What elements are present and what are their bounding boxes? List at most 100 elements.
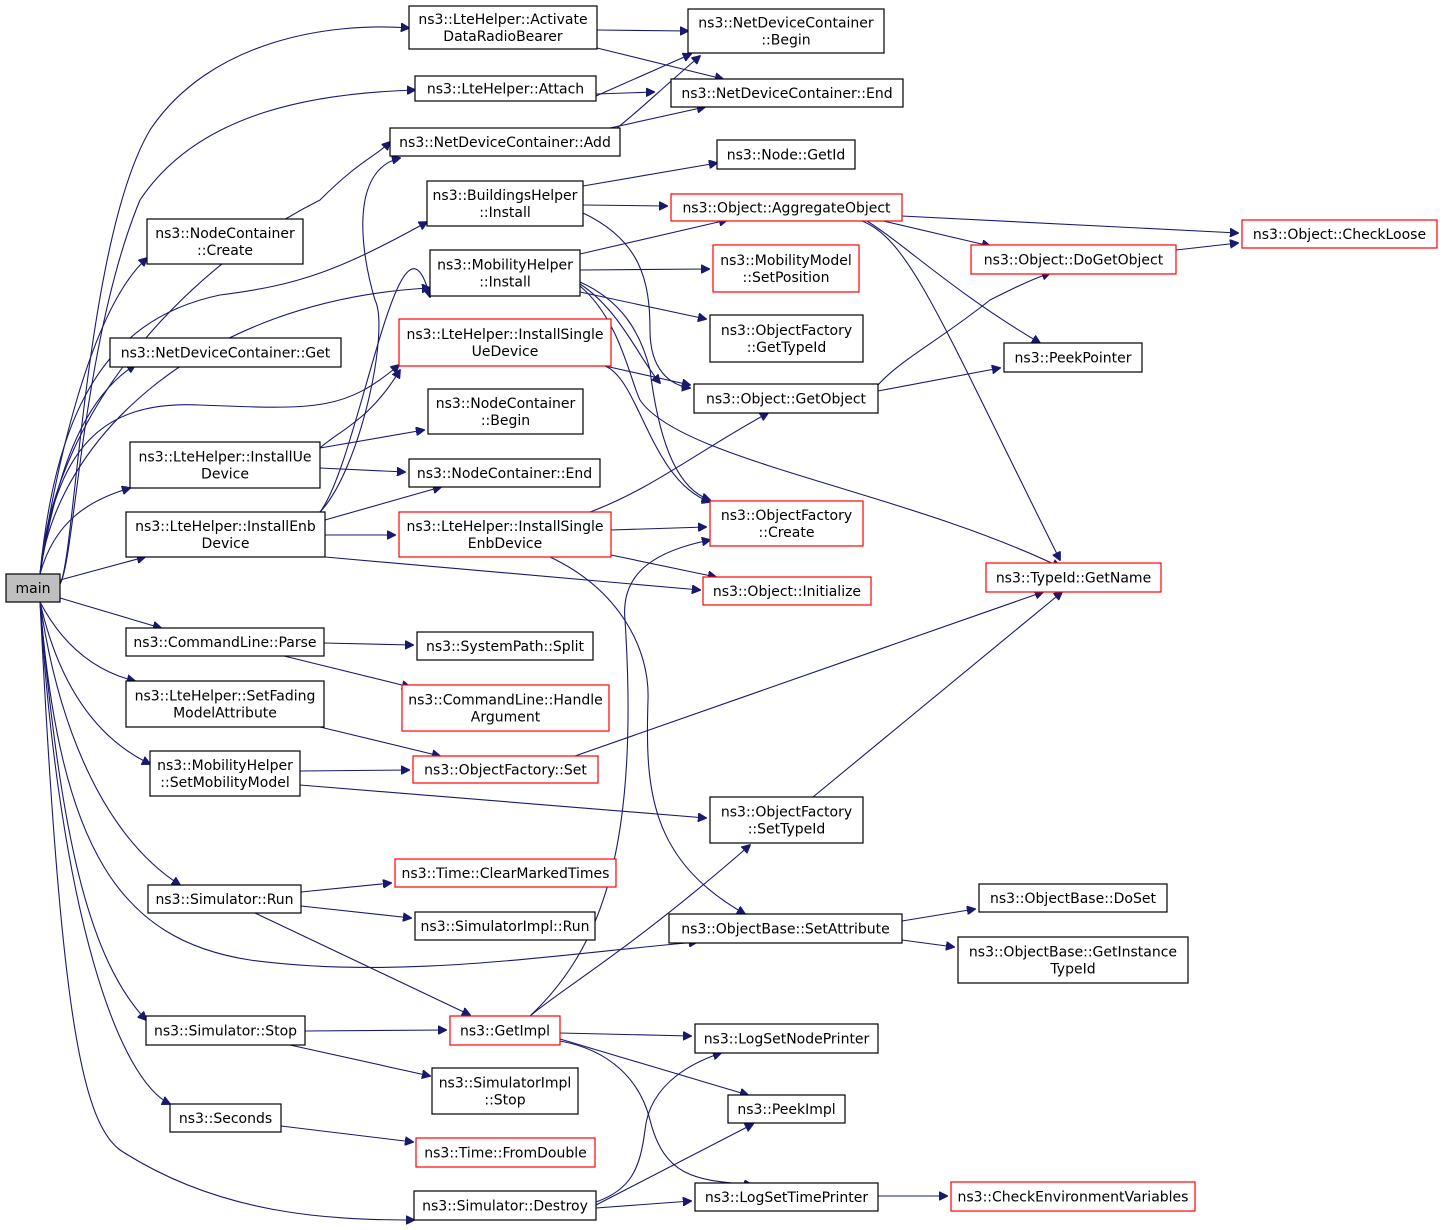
node-box [950,1181,1196,1212]
node-label: ns3::Object::DoGetObject [984,253,1164,269]
call-edge [319,726,440,756]
node-label: ns3::NodeContainer [436,396,576,412]
call-edge [300,883,391,893]
node-sim-run[interactable]: ns3::Simulator::Run [147,884,302,914]
call-edge [39,488,130,575]
call-edge [289,1044,430,1076]
call-edge [610,527,706,530]
node-logtime[interactable]: ns3::LogSetTimePrinter [694,1182,879,1212]
node-initialize[interactable]: ns3::Object::Initialize [702,576,872,606]
node-label: EnbDevice [468,536,542,552]
node-ndc-end[interactable]: ns3::NetDeviceContainer::End [670,78,904,108]
call-edge [877,273,1050,386]
node-ndc-add[interactable]: ns3::NetDeviceContainer::Add [389,127,621,157]
node-box [408,5,598,50]
node-label: Argument [471,710,541,726]
call-edge [861,220,1060,560]
call-edge [579,285,1060,567]
node-label: ns3::LogSetNodePrinter [704,1032,870,1048]
node-node-getid[interactable]: ns3::Node::GetId [716,139,856,170]
node-main[interactable]: main [5,573,61,603]
call-edge [596,47,723,79]
call-edge [582,212,690,388]
node-lognode[interactable]: ns3::LogSetNodePrinter [694,1023,879,1054]
node-ndc-begin[interactable]: ns3::NetDeviceContainer::Begin [687,8,885,54]
node-label: ns3::NetDeviceContainer::Add [399,135,611,151]
node-box [146,218,304,265]
node-label: ns3::NetDeviceContainer [698,16,874,32]
call-edge [579,283,660,383]
node-getobject[interactable]: ns3::Object::GetObject [693,383,879,414]
node-seconds[interactable]: ns3::Seconds [169,1103,282,1133]
call-edge [604,365,690,385]
node-label: ns3::MobilityHelper [157,758,293,774]
call-edge [319,268,430,513]
call-edge [596,30,688,31]
node-cl-parse[interactable]: ns3::CommandLine::Parse [125,627,325,657]
node-of-create[interactable]: ns3::ObjectFactory::Create [709,500,864,547]
node-of-settypeid[interactable]: ns3::ObjectFactory::SetTypeId [709,796,864,844]
node-nc-create[interactable]: ns3::NodeContainer::Create [146,218,304,265]
node-label: ns3::LteHelper::InstallSingle [406,519,603,535]
node-nc-end[interactable]: ns3::NodeContainer::End [408,458,601,488]
node-simimpl-stop[interactable]: ns3::SimulatorImpl::Stop [431,1067,579,1115]
node-agg[interactable]: ns3::Object::AggregateObject [670,193,903,222]
node-fromdouble[interactable]: ns3::Time::FromDouble [415,1137,596,1168]
call-edge [299,784,706,818]
node-sp-split[interactable]: ns3::SystemPath::Split [416,631,594,661]
node-checkenv[interactable]: ns3::CheckEnvironmentVariables [950,1181,1196,1212]
call-edge [901,909,975,922]
node-label: ns3::Simulator::Destroy [422,1199,588,1215]
call-edge [595,1053,721,1203]
call-edge [529,845,750,1017]
node-box [668,913,903,944]
node-getname[interactable]: ns3::TypeId::GetName [985,562,1162,593]
node-clearmarked[interactable]: ns3::Time::ClearMarkedTimes [394,858,617,888]
node-label: ns3::CommandLine::Handle [408,693,602,709]
node-sim-destroy[interactable]: ns3::Simulator::Destroy [413,1190,597,1221]
node-peekpointer[interactable]: ns3::PeekPointer [1003,342,1143,373]
node-mh-install[interactable]: ns3::MobilityHelper::Install [429,249,581,297]
node-ob-setattr[interactable]: ns3::ObjectBase::SetAttribute [668,913,903,944]
node-sim-stop[interactable]: ns3::Simulator::Stop [145,1015,306,1046]
node-box [426,180,584,227]
node-box [670,78,904,108]
node-checkloose[interactable]: ns3::Object::CheckLoose [1241,219,1438,249]
node-label: ns3::Simulator::Stop [154,1024,297,1040]
node-label: ns3::Object::Initialize [713,584,861,600]
call-edge [529,540,710,1017]
node-simimpl-run[interactable]: ns3::SimulatorImpl::Run [414,911,596,941]
call-edge [39,288,430,575]
node-ndc-get[interactable]: ns3::NetDeviceContainer::Get [109,337,342,368]
node-of-set[interactable]: ns3::ObjectFactory::Set [412,755,599,784]
node-attach[interactable]: ns3::LteHelper::Attach [414,75,597,102]
node-mm-setpos[interactable]: ns3::MobilityModel::SetPosition [712,244,860,293]
node-dogetobject[interactable]: ns3::Object::DoGetObject [970,244,1177,275]
call-edge [559,1033,691,1036]
node-of-gettypeid[interactable]: ns3::ObjectFactory::GetTypeId [709,314,864,363]
node-box [957,936,1189,984]
node-ob-doset[interactable]: ns3::ObjectBase::DoSet [978,883,1168,913]
node-mh-setmob[interactable]: ns3::MobilityHelper::SetMobilityModel [149,750,301,797]
call-edge [559,1038,748,1095]
node-getimpl[interactable]: ns3::GetImpl [449,1015,561,1046]
node-nc-begin[interactable]: ns3::NodeContainer::Begin [427,388,584,435]
node-box [709,500,864,547]
node-box [169,1103,282,1133]
node-label: TypeId [1049,962,1095,978]
node-peekimpl[interactable]: ns3::PeekImpl [727,1094,846,1124]
node-bh-install[interactable]: ns3::BuildingsHelper::Install [426,180,584,227]
node-label: ns3::Object::CheckLoose [1253,227,1426,243]
node-label: ns3::PeekPointer [1015,351,1132,367]
node-label: ::Install [479,275,531,291]
node-box [727,1094,846,1124]
